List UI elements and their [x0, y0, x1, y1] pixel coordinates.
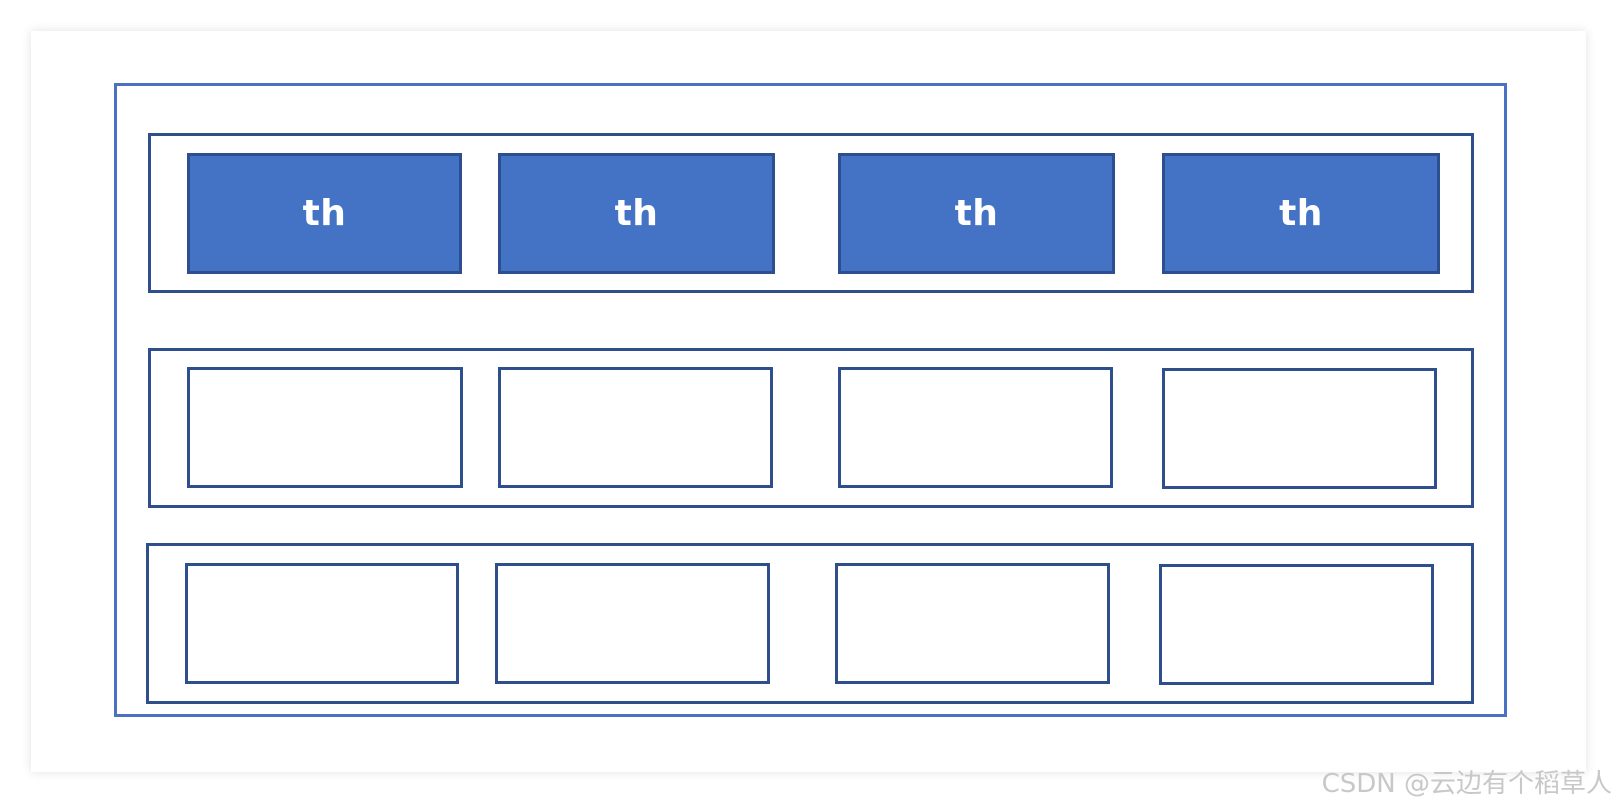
header-cell-2: th [498, 153, 775, 274]
table-cell [187, 367, 463, 488]
csdn-watermark: CSDN @云边有个稻草人 [1321, 769, 1612, 799]
header-cell-label: th [614, 193, 659, 234]
table-row-header [148, 133, 1474, 293]
table-cell [1159, 564, 1434, 685]
header-cell-label: th [302, 193, 347, 234]
table-cell [495, 563, 770, 684]
header-cell-label: th [954, 193, 999, 234]
table-outline [114, 83, 1507, 717]
table-cell [838, 367, 1113, 488]
header-cell-3: th [838, 153, 1115, 274]
header-cell-4: th [1162, 153, 1440, 274]
table-cell [835, 563, 1110, 684]
table-row [148, 348, 1474, 508]
table-row [146, 543, 1474, 704]
table-cell [498, 367, 773, 488]
header-cell-1: th [187, 153, 462, 274]
table-cell [1162, 368, 1437, 489]
header-cell-label: th [1279, 193, 1323, 234]
table-cell [185, 563, 459, 684]
